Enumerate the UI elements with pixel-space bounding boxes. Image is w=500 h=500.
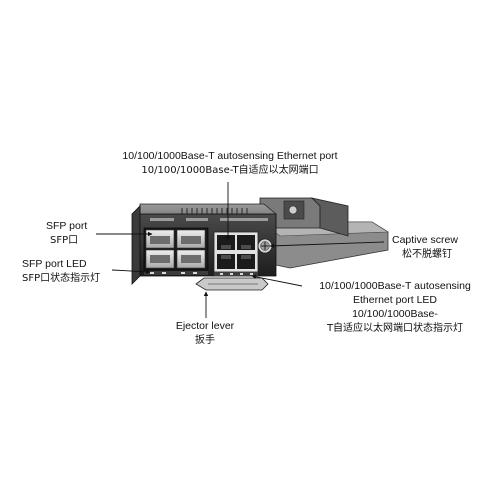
sfp-led-label-en: SFP port LED (22, 258, 87, 270)
ethernet-led-leader (251, 274, 303, 287)
captive-screw-label-zh: 松不脱螺钉 (402, 249, 452, 260)
rj45-port (237, 235, 255, 250)
sfp-port-label-en: SFP port (46, 220, 88, 232)
sfp-led-leader (111, 269, 151, 275)
leader-lines (96, 182, 385, 318)
ethernet-port-block (213, 231, 259, 273)
captive-screw (257, 238, 273, 254)
sfp-cage (145, 249, 175, 269)
ethernet-led-strip (214, 272, 258, 276)
rj45-port (217, 235, 235, 250)
rj45-port (217, 254, 235, 269)
ethernet-led-label-line2: Ethernet port LED (352, 294, 438, 306)
sfp-led-strip (144, 271, 208, 275)
captive-screw-label-en: Captive screw (392, 234, 458, 246)
rj45-port (237, 254, 255, 269)
ethernet-led-label-line4: T自适应以太网端口状态指示灯 (326, 323, 464, 334)
captive-screw-leader (269, 241, 385, 249)
sfp-cage (145, 229, 175, 249)
ethernet-port-label-en: 10/100/1000Base-T autosensing Ethernet p… (122, 150, 338, 162)
sfp-cage (176, 229, 206, 249)
ejector-lever-label-zh: 扳手 (195, 335, 215, 346)
ethernet-led-label-line3: 10/100/1000Base- (352, 308, 438, 320)
ethernet-port-label-zh: 10/100/1000Base-T自适应以太网端口 (141, 165, 319, 176)
ejector-lever-label-en: Ejector lever (175, 320, 235, 332)
ethernet-led-label-line1: 10/100/1000Base-T autosensing (319, 280, 471, 292)
ejector-lever (195, 277, 269, 291)
sfp-port-block (143, 227, 209, 271)
sfp-cage (176, 249, 206, 269)
sfp-led-label-zh: SFP口状态指示灯 (22, 273, 101, 284)
sfp-port-label-zh: SFP口 (50, 235, 79, 246)
